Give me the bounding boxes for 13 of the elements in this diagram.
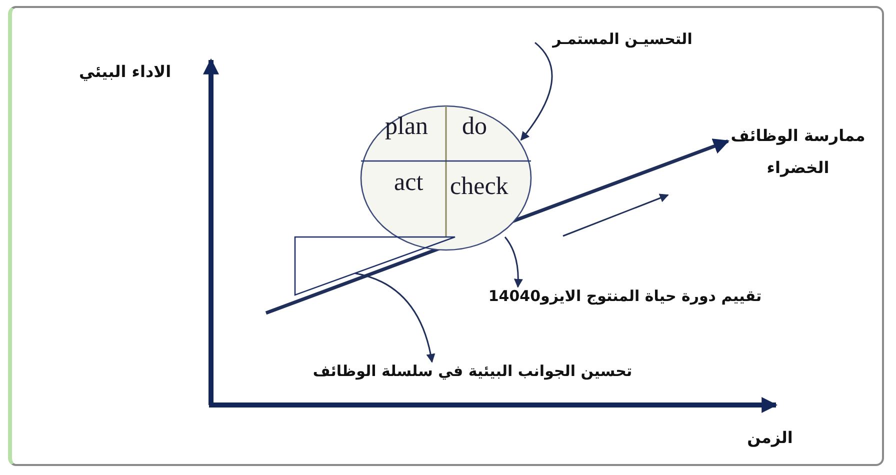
axis-label: الزمن [746,428,794,447]
cycle-step: plan [385,113,428,141]
axis-label: الاداء البيئي [78,62,172,81]
arrow [504,236,523,288]
annotation-text: التحسيـن المستمـر [535,30,710,48]
cycle-step: check [450,173,508,201]
cycle-step: do [462,113,487,141]
cycle-step: act [394,169,424,197]
arrow [354,272,435,363]
annotation-text: ممارسة الوظائف الخضراء [728,120,868,184]
arrow [520,42,553,141]
annotation-text: تقييم دورة حياة المنتوج الايزو14040 [455,287,795,305]
annotation-text: تحسين الجوانب البيئية في سلسلة الوظائف [285,362,660,380]
